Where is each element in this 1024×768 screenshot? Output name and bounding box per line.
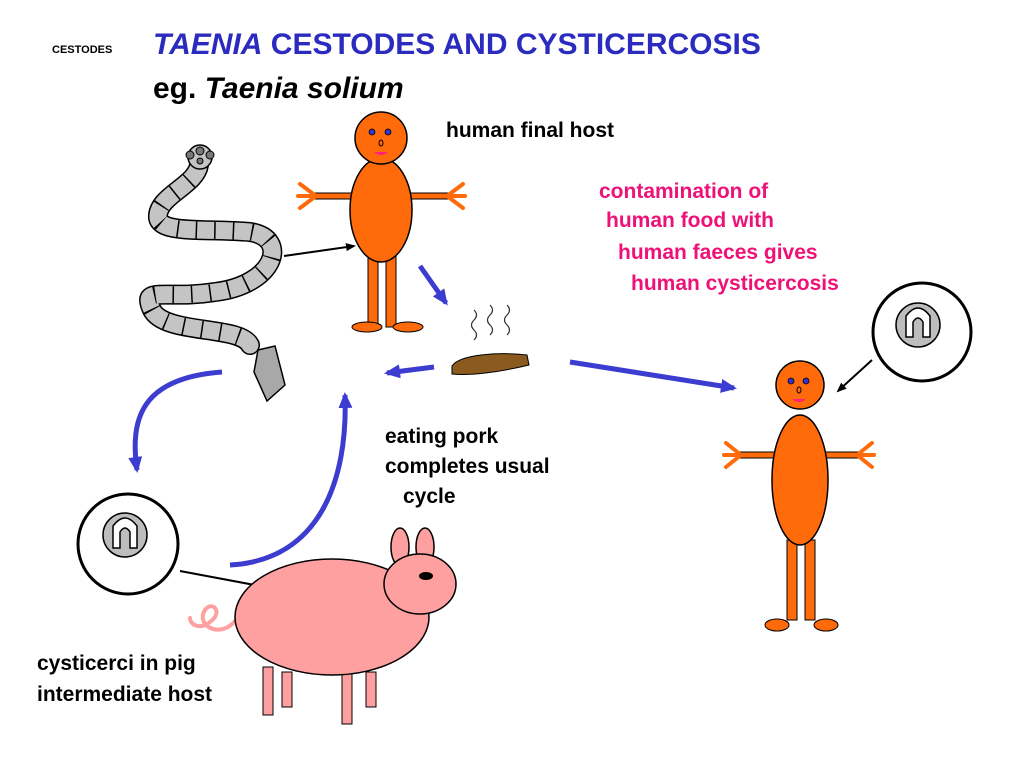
- human-cysticercosis-host: [722, 360, 876, 632]
- arrow-pig-to-human: [229, 392, 353, 568]
- page-subtitle: eg. Taenia solium: [153, 72, 404, 106]
- arrow-to-pig-cyst: [128, 369, 223, 473]
- arrow-to-human-cysticercosis: [569, 359, 737, 393]
- pig-icon: [188, 527, 457, 725]
- final-host-label: human final host: [446, 119, 614, 142]
- eating-pork-label-line: cycle: [403, 485, 456, 508]
- pig-label-line: intermediate host: [37, 683, 213, 706]
- pointer-arrow: [836, 359, 873, 393]
- contamination-label-line: contamination of: [599, 180, 769, 203]
- eating-pork-label-line: eating pork: [385, 425, 499, 448]
- contamination-label-line: human cysticercosis: [631, 272, 839, 295]
- eating-pork-label-line: completes usual: [385, 455, 550, 478]
- title-rest: CESTODES AND CYSTICERCOSIS: [262, 28, 761, 61]
- cysticercus-icon: [871, 281, 973, 383]
- cysticercus-icon: [76, 492, 180, 596]
- cycle-arrows: [128, 264, 737, 568]
- arrow-to-faeces: [417, 264, 449, 306]
- subtitle-species: Taenia solium: [204, 72, 404, 105]
- page-title: TAENIA CESTODES AND CYSTICERCOSIS: [153, 28, 761, 62]
- tapeworm-icon: [139, 144, 286, 403]
- contamination-label-line: human faeces gives: [618, 241, 818, 264]
- subtitle-prefix: eg.: [153, 72, 205, 105]
- section-label: CESTODES: [52, 44, 113, 56]
- human-final-host: [296, 111, 467, 333]
- faeces-icon: [451, 304, 530, 375]
- contamination-label-line: human food with: [606, 209, 774, 232]
- pig-label-line: cysticerci in pig: [37, 652, 196, 675]
- pointer-arrow: [283, 243, 356, 257]
- title-genus: TAENIA: [153, 28, 263, 61]
- arrow-faeces-to-cycle: [384, 364, 435, 379]
